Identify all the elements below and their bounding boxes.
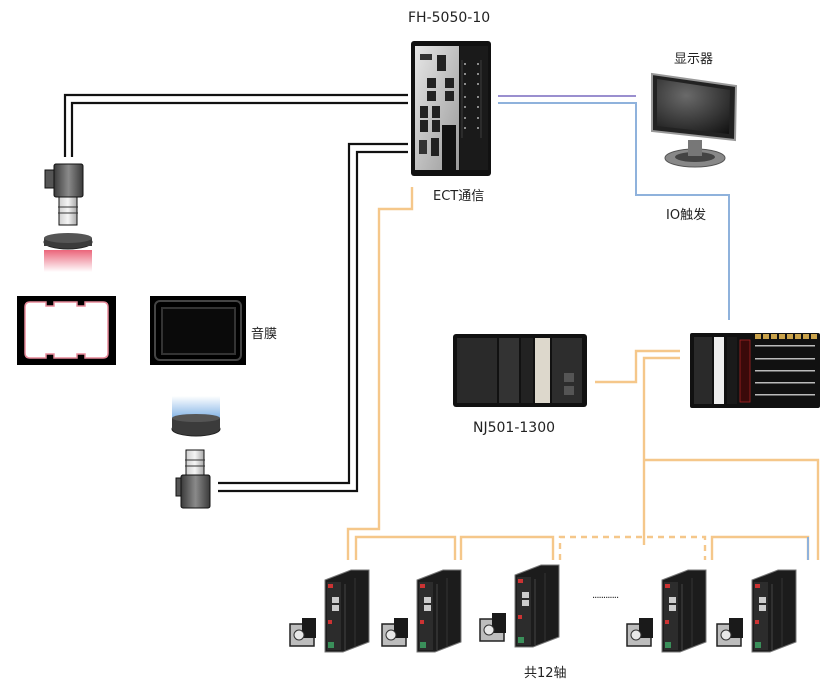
- ect-comm-label: ECT通信: [433, 189, 485, 204]
- membrane-view: [150, 296, 246, 365]
- axis-total-label: 共12轴: [524, 666, 567, 681]
- io-trigger-cable: [498, 102, 730, 320]
- io-unit-device[interactable]: [690, 333, 820, 408]
- servo-axis[interactable]: [479, 564, 560, 648]
- membrane-label: 音膜: [251, 327, 278, 342]
- io-trigger-label: IO触发: [666, 208, 707, 223]
- camera-cable-bottom: [218, 142, 408, 493]
- ring-light-red: [43, 233, 93, 272]
- vision-controller-device[interactable]: [411, 41, 491, 176]
- plc-label: NJ501-1300: [473, 420, 556, 436]
- camera-cable-top: [63, 93, 408, 157]
- plc-device[interactable]: [453, 334, 587, 407]
- servo-axis[interactable]: [716, 569, 797, 653]
- vision-controller-label: FH-5050-10: [408, 10, 491, 26]
- camera-top-device[interactable]: [44, 163, 84, 226]
- more-axes-ellipsis: ............: [592, 590, 619, 601]
- monitor-label: 显示器: [674, 52, 714, 67]
- camera-bottom-device[interactable]: [175, 449, 211, 509]
- monitor-device[interactable]: [651, 72, 738, 168]
- workpiece-outline: [17, 296, 116, 365]
- servo-drives: [289, 564, 797, 653]
- servo-axis[interactable]: [289, 569, 370, 653]
- servo-axis[interactable]: [381, 569, 462, 653]
- servo-axis[interactable]: [626, 569, 707, 653]
- ring-light-blue: [171, 396, 221, 437]
